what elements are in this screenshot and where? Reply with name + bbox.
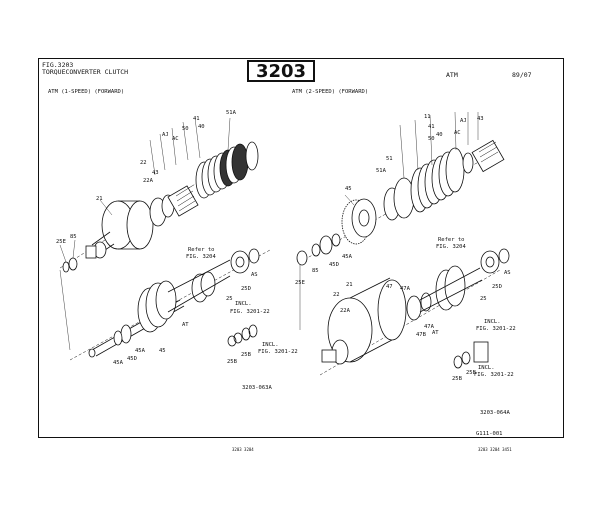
right-label-11: 11 <box>424 114 431 120</box>
right-label-43: 43 <box>477 116 484 122</box>
fig-label: FIG.3203 <box>42 61 74 69</box>
right-label-51: 51 <box>386 156 393 162</box>
fig-title: TORQUECONVERTER CLUTCH <box>42 68 129 76</box>
right-label-AS: AS <box>504 270 511 276</box>
left-label-45A: 45A <box>135 348 146 354</box>
right-label-85: 85 <box>312 268 319 274</box>
right-label-AC: AC <box>454 130 461 136</box>
right-label-45A: 45A <box>342 254 353 260</box>
right-incl-note-2: FIG. 3201-22 <box>476 326 516 332</box>
left-label-AJ: AJ <box>162 132 169 138</box>
left-heading: ATM (1-SPEED) (FORWARD) <box>48 89 125 95</box>
diagram-frame <box>38 58 564 438</box>
left-label-45D: 45D <box>127 356 137 362</box>
left-incl2-note-2: FIG. 3201-22 <box>258 349 298 355</box>
right-code: 3203-064A <box>480 410 510 416</box>
left-label-85: 85 <box>70 234 77 240</box>
left-label-41: 41 <box>193 116 200 122</box>
right-refer-note-1: Refer to <box>438 237 465 243</box>
left-label-25B-2: 25B <box>227 359 238 365</box>
right-label-51A: 51A <box>376 168 387 174</box>
right-label-AT: AT <box>432 330 439 336</box>
left-code: 3203-063A <box>242 385 272 391</box>
right-label-47B: 47B <box>416 332 427 338</box>
fig-number-badge: 3203 <box>247 60 315 82</box>
left-label-25E: 25E <box>56 239 66 245</box>
left-incl2-note-1: INCL. <box>262 342 279 348</box>
right-label-25E: 25E <box>295 280 305 286</box>
left-label-21: 21 <box>96 196 103 202</box>
right-refer-note-2: FIG. 3204 <box>436 244 466 250</box>
right-hub-gear <box>341 198 377 245</box>
left-refer-note-1: Refer to <box>188 247 215 253</box>
left-clutch-drum <box>85 200 154 259</box>
left-label-45: 45 <box>159 348 166 354</box>
left-label-51A: 51A <box>226 110 237 116</box>
left-label-40: 40 <box>198 124 205 130</box>
right-label-AJ: AJ <box>460 118 467 124</box>
left-label-25B: 25B <box>241 352 252 358</box>
left-label-25D: 25D <box>241 286 251 292</box>
right-label-47A-2: 47A <box>424 324 435 330</box>
right-clutch-drum <box>321 277 407 365</box>
right-incl2-note-2: FIG. 3201-22 <box>474 372 514 378</box>
left-spring-pack <box>167 185 199 217</box>
left-label-AC: AC <box>172 136 179 142</box>
left-label-43: 43 <box>152 170 159 176</box>
left-label-AS: AS <box>251 272 258 278</box>
left-label-45A-2: 45A <box>113 360 124 366</box>
right-label-40: 40 <box>436 132 443 138</box>
left-label-AT: AT <box>182 322 189 328</box>
right-label-25: 25 <box>480 296 487 302</box>
right-heading: ATM (2-SPEED) (FORWARD) <box>292 89 369 95</box>
model-label: ATM <box>446 71 458 79</box>
left-incl-note-2: FIG. 3201-22 <box>230 309 270 315</box>
right-label-22A: 22A <box>340 308 351 314</box>
left-label-50: 50 <box>182 126 189 132</box>
right-label-45D: 45D <box>329 262 339 268</box>
right-shaft-assembly <box>406 265 483 321</box>
left-shaft-assembly <box>88 259 231 358</box>
left-label-25: 25 <box>226 296 233 302</box>
right-clutch-plates <box>410 139 505 213</box>
right-label-50: 50 <box>428 136 435 142</box>
right-label-47: 47 <box>386 284 393 290</box>
right-incl-note-1: INCL. <box>484 319 501 325</box>
right-incl2-note-1: INCL. <box>478 365 495 371</box>
right-label-21: 21 <box>346 282 353 288</box>
page-code: G111-001 <box>476 431 503 437</box>
left-refer-note-2: FIG. 3204 <box>186 254 216 260</box>
right-label-22: 22 <box>333 292 340 298</box>
date-label: 89/07 <box>512 71 532 79</box>
right-label-41: 41 <box>428 124 435 130</box>
right-label-47A: 47A <box>400 286 411 292</box>
left-label-22: 22 <box>140 160 147 166</box>
footer-right-code: 3203 3204 3451 <box>478 447 512 452</box>
left-clutch-plates <box>195 141 259 199</box>
right-label-25D: 25D <box>492 284 502 290</box>
left-label-22A: 22A <box>143 178 154 184</box>
footer-left-code: 3203 3204 <box>232 447 254 452</box>
left-incl-note-1: INCL. <box>235 301 252 307</box>
right-label-25B-2: 25B <box>452 376 463 382</box>
right-label-25B: 25B <box>466 370 477 376</box>
right-label-45: 45 <box>345 186 352 192</box>
